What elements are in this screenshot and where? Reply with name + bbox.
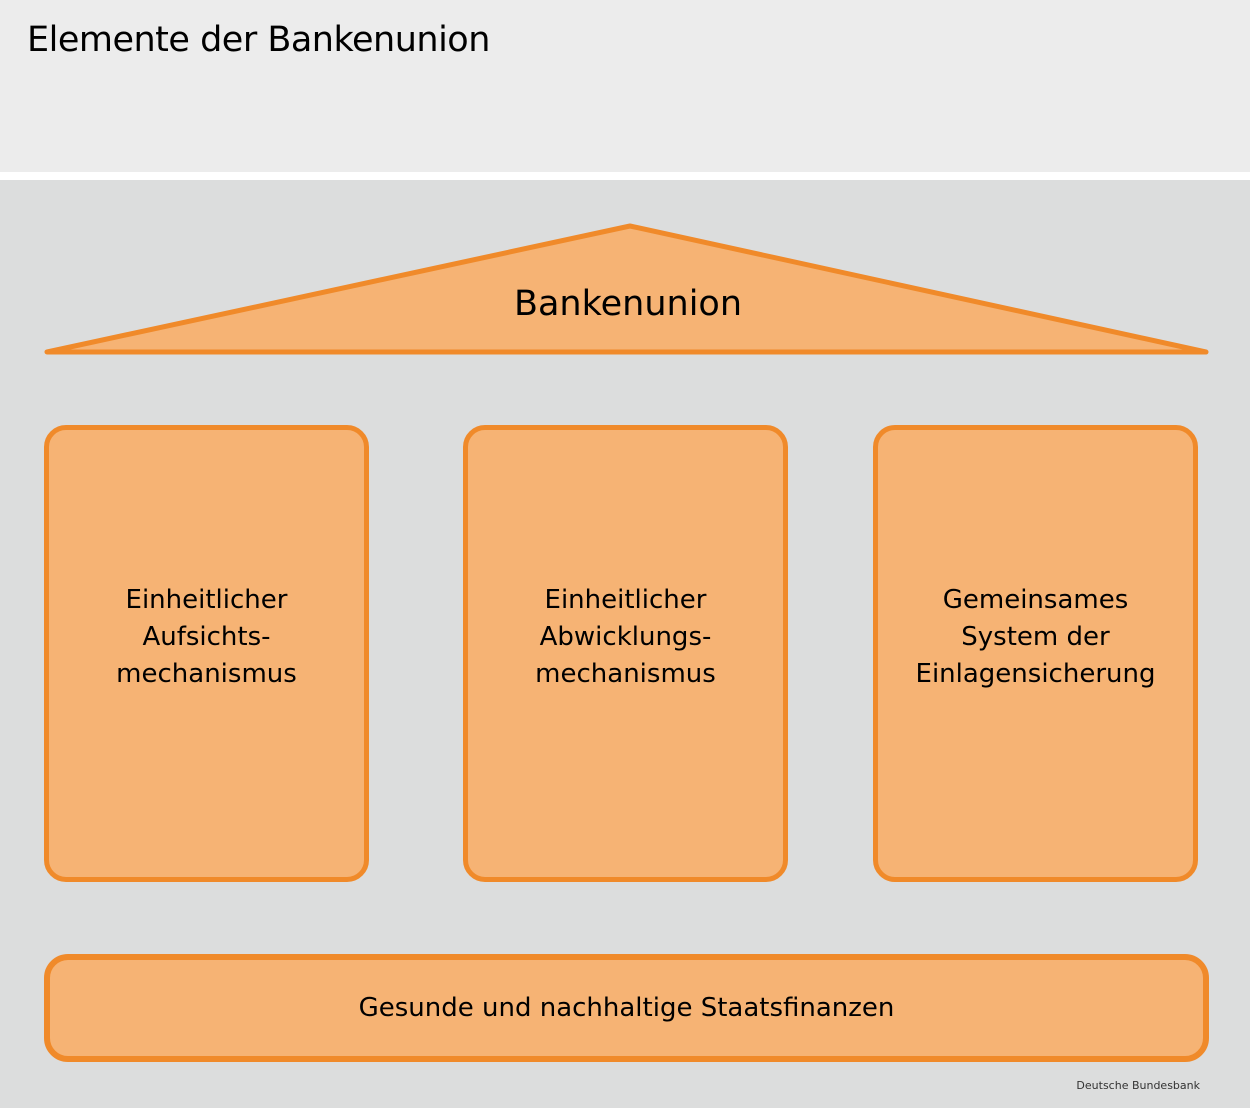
foundation-bar: Gesunde und nachhaltige Staatsfinanzen [44, 954, 1209, 1062]
pillar-resolution-text: Einheitlicher Abwicklungs- mechanismus [468, 582, 783, 693]
roof-label: Bankenunion [513, 284, 743, 324]
source-credit: Deutsche Bundesbank [1076, 1079, 1200, 1092]
page-title: Elemente der Bankenunion [27, 20, 490, 60]
roof-shape [44, 223, 1209, 355]
pillar-line: Abwicklungs- [539, 622, 712, 652]
pillar-line: mechanismus [116, 659, 297, 689]
pillar-line: mechanismus [535, 659, 716, 689]
pillar-line: Einheitlicher [125, 585, 288, 615]
pillar-deposit-insurance: Gemeinsames System der Einlagensicherung [873, 425, 1198, 882]
pillar-line: Einlagensicherung [915, 659, 1156, 689]
pillar-line: System der [961, 622, 1110, 652]
pillar-supervision: Einheitlicher Aufsichts- mechanismus [44, 425, 369, 882]
pillar-deposit-insurance-text: Gemeinsames System der Einlagensicherung [878, 582, 1193, 693]
pillar-resolution: Einheitlicher Abwicklungs- mechanismus [463, 425, 788, 882]
header: Elemente der Bankenunion [0, 0, 1250, 172]
roof-triangle [44, 223, 1209, 355]
pillar-line: Aufsichts- [142, 622, 271, 652]
diagram-panel: Bankenunion Einheitlicher Aufsichts- mec… [0, 180, 1250, 1108]
pillar-supervision-text: Einheitlicher Aufsichts- mechanismus [49, 582, 364, 693]
pillar-line: Einheitlicher [544, 585, 707, 615]
pillar-line: Gemeinsames [942, 585, 1129, 615]
